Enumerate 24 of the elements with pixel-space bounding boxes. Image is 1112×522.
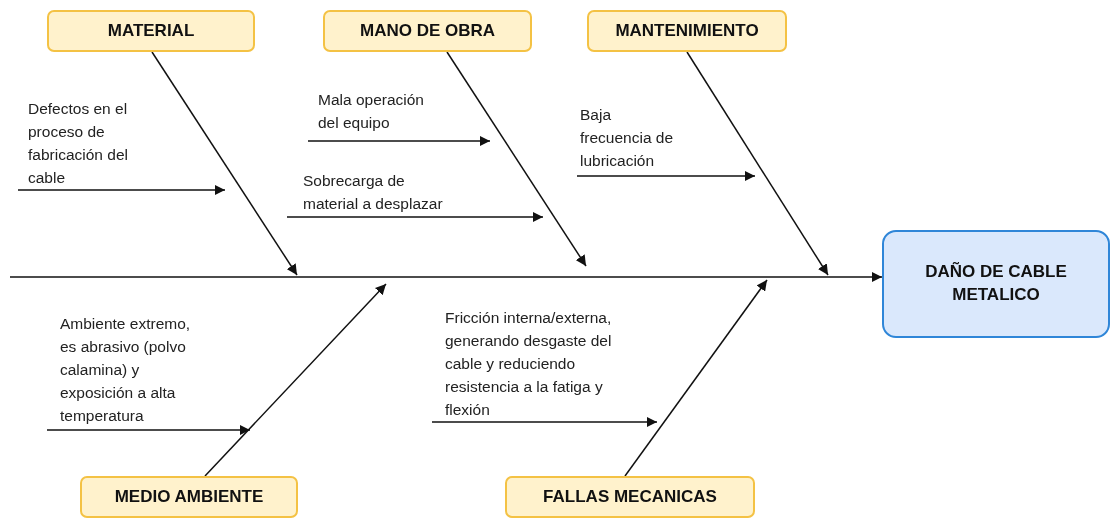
arrow <box>46 424 251 436</box>
arrow <box>307 135 491 147</box>
effect-box: DAÑO DE CABLE METALICO <box>882 230 1110 338</box>
arrow <box>204 283 387 477</box>
arrow <box>151 51 298 276</box>
cause-text: Ambiente extremo, es abrasivo (polvo calamina) y exposición a alta temperatura <box>47 312 198 427</box>
arrow <box>686 51 829 276</box>
category-box: MEDIO AMBIENTE <box>80 476 298 518</box>
arrow <box>17 184 226 196</box>
cause-text: Sobrecarga de material a desplazar <box>287 169 455 215</box>
arrow <box>286 211 544 223</box>
arrow <box>446 51 587 267</box>
arrow <box>624 279 768 477</box>
category-box: MANTENIMIENTO <box>587 10 787 52</box>
category-box: FALLAS MECANICAS <box>505 476 755 518</box>
cause-text: Defectos en el proceso de fabricación del cable <box>18 97 168 189</box>
arrow <box>9 271 883 283</box>
arrow <box>576 170 756 182</box>
arrow <box>431 416 658 428</box>
cause-text: Baja frecuencia de lubricación <box>577 103 680 172</box>
category-box: MATERIAL <box>47 10 255 52</box>
category-box: MANO DE OBRA <box>323 10 532 52</box>
cause-text: Fricción interna/externa, generando desgaste del cable y reduciendo resistencia a la fatiga y flexión <box>432 306 647 421</box>
cause-text: Mala operación del equipo <box>308 88 448 134</box>
